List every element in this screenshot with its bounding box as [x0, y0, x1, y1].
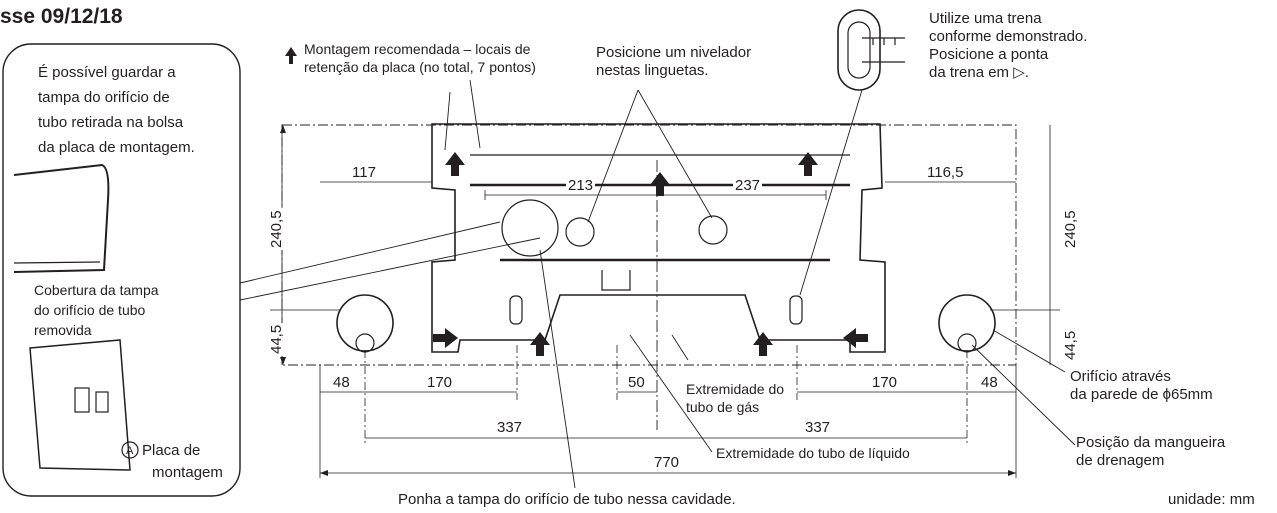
dim-48-left: 48: [331, 374, 352, 391]
liquid-pipe-label: Extremidade do tubo de líquido: [716, 445, 910, 461]
plate-label-1: Placa de: [142, 442, 201, 459]
dim-44-5-right: 44,5: [1062, 328, 1079, 362]
unit-label: unidade: mm: [1168, 491, 1255, 508]
page-title: sse 09/12/18: [0, 5, 123, 28]
dim-170-right: 170: [870, 374, 900, 391]
plate-marker: A: [126, 445, 134, 457]
dim-44-5-left: 44,5: [268, 322, 285, 356]
dim-337-right: 337: [803, 419, 833, 436]
dim-116-5: 116,5: [925, 164, 966, 181]
dim-50: 50: [626, 374, 647, 391]
plate-label-2: montagem: [152, 464, 223, 481]
dim-48-right: 48: [979, 374, 1000, 391]
dim-237: 237: [733, 177, 763, 194]
dim-213: 213: [566, 177, 596, 194]
dim-337-left: 337: [495, 419, 525, 436]
dim-117: 117: [350, 164, 378, 181]
dim-240-5-left: 240,5: [268, 208, 285, 250]
dim-170-left: 170: [425, 374, 455, 391]
cavity-label: Ponha a tampa do orifício de tubo nessa …: [398, 491, 736, 508]
dim-770: 770: [652, 454, 682, 471]
dim-240-5-right: 240,5: [1062, 208, 1079, 250]
